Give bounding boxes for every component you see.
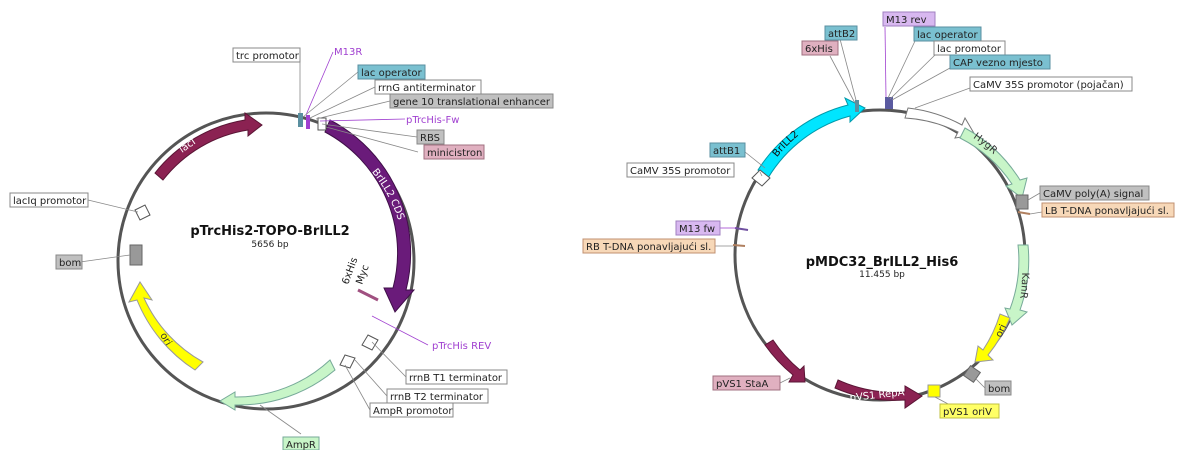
lac-promotor-label: lac promotor <box>937 44 1002 55</box>
rb-tdna-mark <box>732 244 746 247</box>
ampr-label-1: AmpR <box>286 440 316 450</box>
ptrchis-rev-label: pTrcHis REV <box>432 341 491 352</box>
ori-label-2: ori <box>994 323 1009 339</box>
camv35s-mark <box>751 169 771 187</box>
brill2-feature <box>757 96 866 179</box>
minicistron-label: minicistron <box>427 148 482 159</box>
ampr-promotor-mark <box>339 354 356 369</box>
m13-fw-label: M13 fw <box>679 224 715 235</box>
leader-lines-1 <box>79 51 429 435</box>
his-myc-mark <box>357 288 379 302</box>
hygr-feature <box>959 127 1028 199</box>
lac-operator-mark-1 <box>298 113 303 127</box>
pvs1-staa-feature <box>764 339 806 383</box>
kanr-feature <box>1004 244 1030 326</box>
bom-mark-1 <box>129 244 143 266</box>
attb2-label: attB2 <box>828 29 855 40</box>
map1-title: pTrcHis2-TOPO-BrILL2 <box>190 224 349 239</box>
pvs1-repa-feature <box>834 379 923 409</box>
bom-label-2: bom <box>988 384 1010 395</box>
camv35s-label: CaMV 35S promotor <box>630 166 731 177</box>
camv-polya-label: CaMV poly(A) signal <box>1043 189 1143 200</box>
plasmid-map-2: BrILL2 HygR KanR ori pVS1 RepA pMDC32_Br… <box>582 11 1175 419</box>
bom-label-1: bom <box>59 258 81 269</box>
ampr-promotor-label: AmpR promotor <box>373 406 453 417</box>
m13-rev-label: M13 rev <box>886 15 927 26</box>
lb-tdna-label: LB T-DNA ponavljajući sl. <box>1045 205 1169 217</box>
laciq-promotor-mark <box>134 204 151 221</box>
laciq-promotor-label: lacIq promotor <box>13 196 87 207</box>
lac-operator-label-1: lac operator <box>361 68 422 79</box>
pvs1-oriv-mark <box>927 384 941 398</box>
map1-size: 5656 bp <box>251 240 288 250</box>
pvs1-staa-label: pVS1 StaA <box>716 379 768 390</box>
brill2-cds-feature <box>324 119 416 313</box>
m13fw-mark <box>734 227 749 231</box>
leader-lines-2 <box>715 26 1043 406</box>
ori-feature-1 <box>128 281 204 371</box>
m13r-label: M13R <box>334 47 362 58</box>
rrnb-t2-label: rrnB T2 terminator <box>390 392 484 403</box>
rbs-label: RBS <box>420 133 440 144</box>
attb2-mark <box>855 100 859 112</box>
gene10-enhancer-label: gene 10 translational enhancer <box>393 97 551 108</box>
pvs1-oriv-label: pVS1 oriV <box>943 407 992 418</box>
lac-operator-label-2: lac operator <box>917 30 978 41</box>
rrng-antiterminator-label: rrnG antiterminator <box>378 83 476 94</box>
plasmid-map-1: lacI BrILL2 CDS ori pTrcHis2-TOPO-BrILL2… <box>9 47 554 450</box>
trc-promotor-label: trc promotor <box>236 51 300 62</box>
rrnb-terminator-mark <box>361 334 379 351</box>
rb-tdna-label: RB T-DNA ponavljajući sl. <box>586 241 711 253</box>
map2-size: 11.455 bp <box>859 270 905 280</box>
ptrchis-fw-label: pTrcHis-Fw <box>406 115 459 126</box>
attb1-label: attB1 <box>713 146 740 157</box>
cap-label: CAP vezno mjesto <box>953 58 1043 69</box>
laci-feature <box>154 112 263 181</box>
lb-tdna-mark <box>1017 211 1031 215</box>
camv35s-enhanced-label: CaMV 35S promotor (pojačan) <box>973 79 1124 91</box>
sixhis-label-2: 6xHis <box>805 44 833 55</box>
kanr-label: KanR <box>1017 273 1030 300</box>
m13r-mark <box>306 115 310 129</box>
ampr-feature-1 <box>219 359 336 411</box>
ori-feature-2 <box>974 313 1011 363</box>
rrnb-t1-label: rrnB T1 terminator <box>409 373 503 384</box>
bom-mark-2 <box>962 364 982 384</box>
map2-title: pMDC32_BrILL2_His6 <box>806 255 959 270</box>
lac-mark-2 <box>885 97 893 109</box>
camv-polya-mark <box>1015 194 1029 210</box>
